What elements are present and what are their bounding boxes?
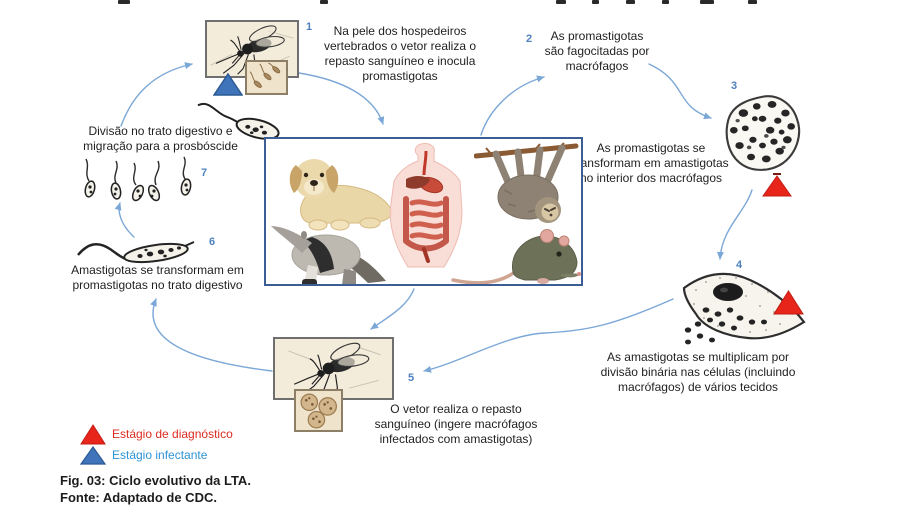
step-4-text: As amastigotas se multiplicam por divisã… (600, 350, 796, 394)
step-1-number: 1 (306, 21, 313, 33)
macrophage-icon (725, 95, 801, 171)
step-7-number: 7 (201, 167, 208, 179)
caption-line-2: Fonte: Adaptado de CDC. (60, 490, 217, 505)
transforming-promastigote-icon (77, 241, 195, 264)
figure-caption: Fig. 03: Ciclo evolutivo da LTA. Fonte: … (60, 472, 251, 506)
blue-triangle-icon (80, 446, 106, 465)
arrow-hosts-to-5 (370, 288, 415, 330)
step-1-text: Na pele dos hospedeiros vertebrados o ve… (323, 24, 477, 83)
arrow-5-to-6 (150, 298, 273, 372)
promastigotes-inset-box (245, 60, 288, 95)
arrow-6-to-7 (114, 202, 135, 238)
sloth-image (474, 142, 579, 223)
dividing-promastigotes-icon (84, 156, 192, 202)
arrow-3-to-4 (716, 189, 753, 260)
legend-infective-label: Estágio infectante (112, 448, 208, 462)
infected-cell-icon (682, 272, 806, 345)
vertebrate-hosts-box (264, 137, 583, 286)
blue-triangle-icon (213, 73, 243, 96)
cropped-title-fragment (0, 0, 900, 6)
step-3-text: As promastigotas se transformam em amast… (573, 141, 729, 185)
promastigote-icon (197, 102, 280, 140)
step-2-number: 2 (526, 33, 533, 45)
step-5-text: O vetor realiza o repasto sanguíneo (ing… (374, 402, 538, 446)
tiny-promastigotes-icon (249, 62, 281, 88)
rat-image (451, 229, 581, 284)
red-triangle-icon (80, 424, 106, 445)
dog-image (289, 159, 393, 231)
arrow-4-to-5 (423, 298, 674, 373)
red-triangle-icon-step4 (773, 290, 804, 315)
arrow-hosts-to-2 (480, 75, 545, 136)
arrow-2-to-3 (648, 63, 712, 120)
caption-line-1: Fig. 03: Ciclo evolutivo da LTA. (60, 473, 251, 488)
legend-diagnostic-label: Estágio de diagnóstico (112, 427, 233, 441)
anteater-image (271, 226, 386, 284)
amastigote-inset-box (294, 389, 343, 432)
amastigote-nests-icon (300, 393, 338, 429)
step-5-number: 5 (408, 372, 415, 384)
step-6-text: Amastigotas se transformam em promastigo… (71, 263, 244, 292)
arrow-1-to-hosts (298, 72, 385, 125)
red-triangle-icon-step3 (762, 173, 792, 197)
human-digestive-image (389, 143, 463, 268)
step-4-number: 4 (736, 259, 743, 271)
step-2-text: As promastigotas são fagocitadas por mac… (544, 29, 650, 73)
step-7-text: Divisão no trato digestivo e migração pa… (83, 124, 238, 153)
arrow-7-to-1 (120, 62, 193, 127)
step-3-number: 3 (731, 80, 738, 92)
step-6-number: 6 (209, 236, 216, 248)
